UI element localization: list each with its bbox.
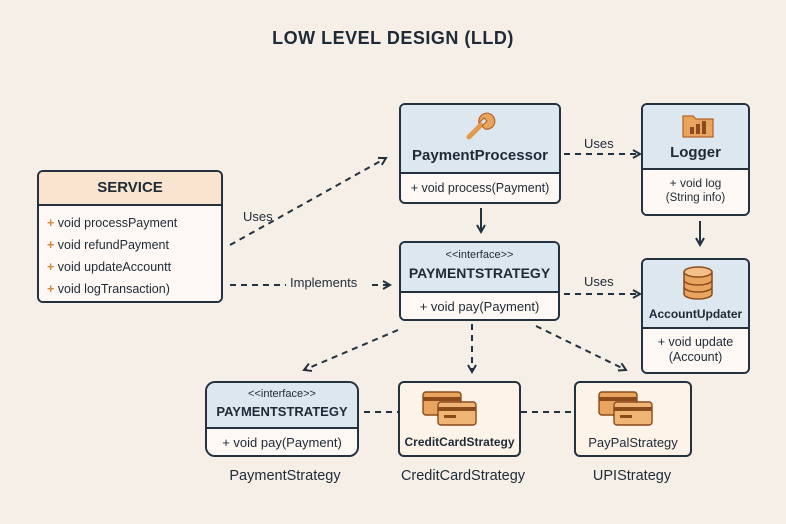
label-uses-service: Uses [243,209,273,224]
plus-icon: + [47,282,58,296]
payment-strategy-left-stereotype: <<interface>> [248,388,316,400]
plus-icon: + [47,260,58,274]
payment-strategy-interface-box[interactable]: <<interface>> PAYMENTSTRATEGY + void pay… [399,241,560,321]
account-updater-methods: + void update (Account) [643,329,748,372]
account-updater-class-box[interactable]: AccountUpdater + void update (Account) [641,258,750,374]
service-method-label: void refundPayment [57,238,169,252]
logger-header: Logger [643,105,748,170]
payment-processor-methods: + void process(Payment) [401,174,559,202]
payment-strategy-left-name: PAYMENTSTRATEGY [216,404,348,419]
logger-name: Logger [670,144,721,161]
caption-credit-card-strategy: CreditCardStrategy [400,468,526,484]
account-updater-name: AccountUpdater [648,307,743,321]
logger-method-line1: + void log [669,176,722,190]
logger-method-line2: (String info) [665,192,726,204]
edge-strategy-to-left [304,329,399,370]
paypal-strategy-name: PayPalStrategy [588,435,678,450]
account-updater-method-line1: + void update [657,335,734,349]
credit-cards-icon [598,391,653,426]
wrench-icon [466,112,496,140]
logger-methods: + void log (String info) [643,170,748,214]
payment-strategy-left-method: + void pay(Payment) [222,435,342,450]
caption-upi-strategy: UPIStrategy [592,468,672,484]
service-class-box[interactable]: SERVICE + void processPayment + void ref… [37,170,223,303]
service-method-item: + void logTransaction) [39,278,221,300]
service-method-label: void updateAccountt [57,260,172,274]
credit-card-strategy-box[interactable]: CreditCardStrategy [398,381,521,457]
database-icon [683,266,713,300]
payment-strategy-left-box[interactable]: <<interface>> PAYMENTSTRATEGY + void pay… [205,381,359,457]
edge-strategy-to-paypal [535,325,626,370]
account-updater-method-line2: (Account) [668,350,723,364]
payment-processor-header: PaymentProcessor [401,105,559,174]
payment-strategy-name: PAYMENTSTRATEGY [408,265,551,281]
plus-icon: + [47,238,58,252]
payment-processor-class-box[interactable]: PaymentProcessor + void process(Payment) [399,103,561,204]
label-implements: Implements [290,275,358,290]
service-method-item: + void processPayment [39,212,221,234]
service-methods: + void processPayment + void refundPayme… [39,206,221,301]
edge-service-uses-processor [229,158,386,246]
folder-chart-icon [682,115,714,138]
payment-processor-method: + void process(Payment) [410,181,550,195]
account-updater-header: AccountUpdater [643,260,748,329]
payment-strategy-left-header: <<interface>> PAYMENTSTRATEGY [207,383,357,429]
logger-class-box[interactable]: Logger + void log (String info) [641,103,750,216]
label-uses-account: Uses [584,274,614,289]
credit-card-strategy-name: CreditCardStrategy [404,435,515,449]
paypal-strategy-box[interactable]: PayPalStrategy [574,381,692,457]
payment-strategy-stereotype: <<interface>> [445,249,514,261]
service-method-label: void processPayment [57,216,178,230]
service-method-item: + void updateAccountt [39,256,221,278]
payment-strategy-left-methods: + void pay(Payment) [207,429,357,455]
caption-payment-strategy: PaymentStrategy [229,468,341,484]
payment-strategy-header: <<interface>> PAYMENTSTRATEGY [401,243,558,293]
payment-strategy-methods: + void pay(Payment) [401,293,558,319]
service-method-label: void logTransaction) [57,282,170,296]
payment-strategy-method: + void pay(Payment) [419,299,540,314]
plus-icon: + [47,216,58,230]
service-header: SERVICE [39,172,221,206]
diagram-title: LOW LEVEL DESIGN (LLD) [272,28,514,48]
label-uses-logger: Uses [584,136,614,151]
credit-cards-icon [422,391,477,426]
payment-processor-name: PaymentProcessor [412,147,548,164]
service-method-item: + void refundPayment [39,234,221,256]
service-name: SERVICE [97,179,163,196]
